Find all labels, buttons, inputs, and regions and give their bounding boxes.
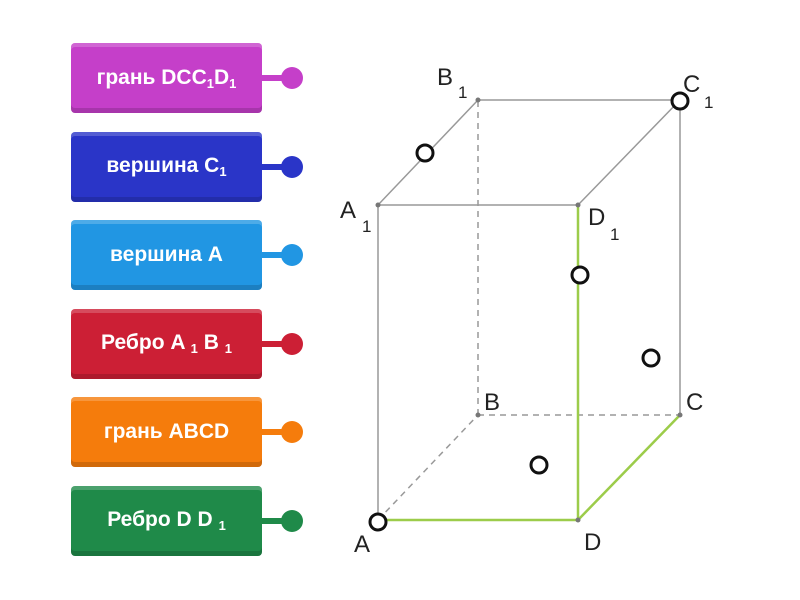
connector-line [262, 429, 284, 435]
draggable-label-card[interactable]: грань ABCD [71, 397, 262, 467]
draggable-label-card[interactable]: Ребро A 1 B 1 [71, 308, 262, 379]
connector-handle[interactable] [281, 155, 303, 178]
vertex-sub: 1 [610, 225, 619, 244]
vertex-label-b: B [484, 389, 500, 416]
drop-target[interactable] [368, 512, 388, 532]
connector-handle[interactable] [281, 332, 303, 355]
connector-handle[interactable] [281, 509, 303, 532]
vertex-sub: 1 [458, 83, 467, 102]
connector-line [262, 252, 284, 258]
draggable-label-card[interactable]: вершина C1 [71, 131, 262, 202]
vertex-label-c: C [686, 389, 703, 416]
draggable-label-card[interactable]: Ребро D D 1 [71, 485, 262, 556]
connector-handle[interactable] [281, 421, 303, 443]
connector-line [262, 340, 284, 347]
vertex-label-a: A [354, 531, 370, 558]
vertex-label-b1: B [437, 64, 453, 91]
edge-ab-hidden [377, 414, 479, 521]
connector-line [262, 163, 284, 170]
connector-line [262, 75, 284, 81]
card-label: грань DCC1D1 [96, 65, 237, 91]
drop-target[interactable] [670, 91, 690, 111]
drop-target[interactable] [641, 348, 661, 368]
card-label: вершина A [110, 242, 223, 266]
draggable-label-card[interactable]: грань DCC1D1 [71, 43, 262, 113]
card-label: вершина C1 [106, 154, 227, 179]
edge-dc [577, 414, 681, 521]
vertex-label-a1: A [340, 197, 356, 224]
drop-target[interactable] [415, 143, 435, 163]
connector-handle[interactable] [281, 67, 303, 89]
drop-target[interactable] [570, 265, 590, 285]
vertex-sub: 1 [362, 217, 371, 236]
vertex-label-c1: C [683, 71, 700, 98]
card-label: Ребро D D 1 [107, 508, 226, 533]
draggable-label-card[interactable]: вершина A [71, 220, 262, 290]
card-label: Ребро A 1 B 1 [101, 331, 232, 356]
vertex-sub: 1 [704, 93, 713, 112]
edge-d1c1 [577, 99, 681, 206]
connector-handle[interactable] [281, 244, 303, 266]
card-label: грань ABCD [103, 419, 230, 443]
connector-line [262, 517, 284, 524]
vertex-label-d: D [584, 529, 601, 556]
drop-target[interactable] [529, 455, 549, 475]
vertex-label-d1: D [588, 204, 605, 231]
